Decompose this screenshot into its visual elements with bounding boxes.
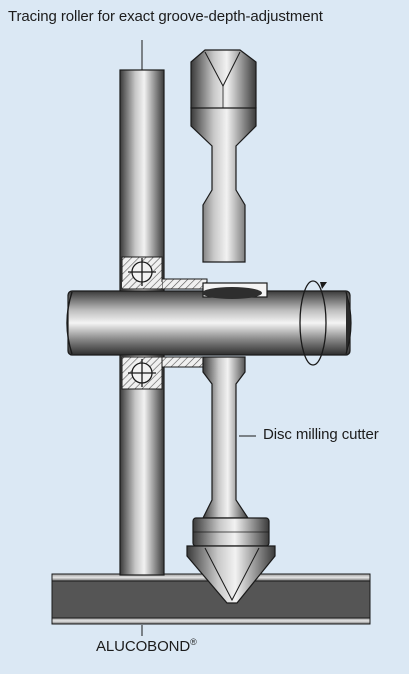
disc-milling-cutter-label: Disc milling cutter: [263, 426, 379, 443]
upper-cutter: [190, 49, 257, 263]
disc-milling-cutter: [186, 356, 276, 604]
lower-bearing: [121, 356, 208, 390]
rotation-arrow-icon: [299, 280, 327, 366]
upper-bearing: [121, 256, 208, 290]
main-shaft: [66, 282, 352, 356]
alucobond-label: ALUCOBOND®: [96, 637, 197, 655]
tracing-roller-label: Tracing roller for exact groove-depth-ad…: [8, 8, 323, 25]
registered-mark: ®: [190, 637, 197, 647]
alucobond-text: ALUCOBOND: [96, 638, 191, 655]
